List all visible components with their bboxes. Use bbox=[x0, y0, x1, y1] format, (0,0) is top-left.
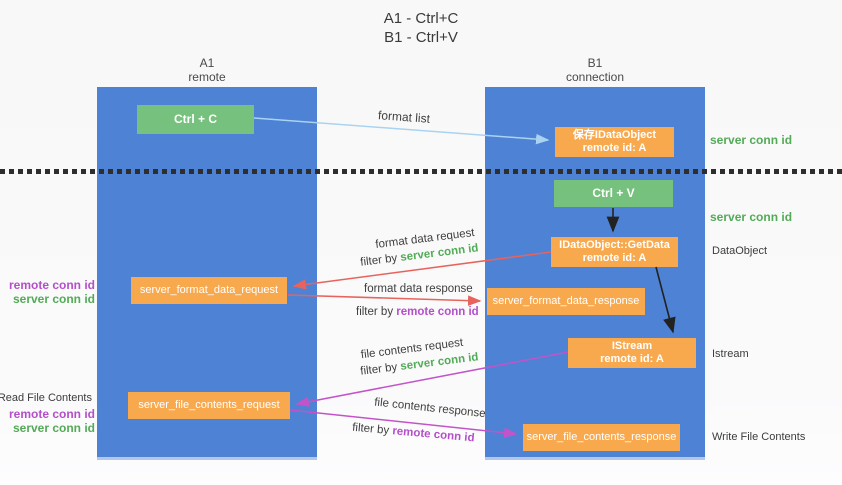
lifeline-b1-role: connection bbox=[565, 70, 625, 84]
arrow-label-file-contents-response-filter: filter by remote conn id bbox=[352, 422, 475, 445]
annotation-dataobject: DataObject bbox=[712, 245, 768, 257]
annotation-server-conn-id-top: server conn id bbox=[710, 133, 793, 147]
server-conn-id-label-1: server conn id bbox=[12, 292, 95, 306]
format-request-label: server_format_data_request bbox=[139, 284, 279, 296]
annotation-server-conn-id-mid: server conn id bbox=[710, 210, 793, 224]
istream-line2: remote id: A bbox=[600, 353, 664, 365]
lifeline-b1-name: B1 bbox=[587, 56, 603, 70]
save-idataobject-line2: remote id: A bbox=[582, 142, 647, 154]
remote-conn-id-label-2: remote conn id bbox=[8, 407, 95, 421]
ctrl-c-label: Ctrl + C bbox=[173, 112, 217, 126]
node-idataobject-getdata: IDataObject::GetData remote id: A bbox=[551, 237, 678, 267]
node-ctrl-c: Ctrl + C bbox=[137, 105, 254, 134]
lifeline-a1-role: remote bbox=[188, 70, 226, 84]
annotation-conn-ids-file: remote conn id server conn id bbox=[9, 407, 95, 435]
getdata-line2: remote id: A bbox=[582, 252, 647, 264]
arrow-label-format-list: format list bbox=[377, 108, 431, 126]
getdata-line1: IDataObject::GetData bbox=[559, 239, 670, 251]
annotation-write-file-contents: Write File Contents bbox=[712, 431, 806, 443]
filter-by-prefix-3: filter by bbox=[359, 360, 402, 378]
remote-conn-id-label-1: remote conn id bbox=[8, 278, 95, 292]
file-response-label: server_file_contents_response bbox=[526, 431, 677, 443]
istream-line1: IStream bbox=[611, 340, 653, 352]
node-istream: IStream remote id: A bbox=[568, 338, 696, 368]
filter-remote-conn-id-4: remote conn id bbox=[391, 425, 475, 445]
node-server-format-data-response: server_format_data_response bbox=[487, 288, 645, 315]
title-line-2: B1 - Ctrl+V bbox=[384, 29, 458, 46]
node-server-file-contents-response: server_file_contents_response bbox=[523, 424, 680, 451]
title-line-1: A1 - Ctrl+C bbox=[383, 10, 459, 27]
annotation-conn-ids-format: remote conn id server conn id bbox=[9, 278, 95, 306]
arrow-label-format-data-response-filter: filter by remote conn id bbox=[356, 306, 479, 318]
format-response-label: server_format_data_response bbox=[492, 295, 640, 307]
file-request-label: server_file_contents_request bbox=[138, 399, 280, 411]
annotation-read-file-contents: Read File Contents bbox=[0, 392, 92, 404]
dotted-separator bbox=[0, 169, 842, 174]
lifeline-header-b1: B1 connection bbox=[485, 56, 705, 84]
filter-remote-conn-id-2: remote conn id bbox=[396, 306, 479, 318]
diagram-title: A1 - Ctrl+C B1 - Ctrl+V bbox=[0, 9, 842, 47]
annotation-istream: Istream bbox=[712, 348, 749, 360]
filter-by-prefix-2: filter by bbox=[356, 306, 397, 318]
save-idataobject-line1: 保存IDataObject bbox=[572, 129, 657, 141]
lifeline-header-a1: A1 remote bbox=[97, 56, 317, 84]
node-server-format-data-request: server_format_data_request bbox=[131, 277, 287, 304]
arrow-label-file-contents-response: file contents response bbox=[373, 396, 487, 421]
node-save-idataobject: 保存IDataObject remote id: A bbox=[555, 127, 674, 157]
lifeline-a1-name: A1 bbox=[199, 56, 215, 70]
node-server-file-contents-request: server_file_contents_request bbox=[128, 392, 290, 419]
node-ctrl-v: Ctrl + V bbox=[554, 180, 673, 207]
arrow-label-format-data-response: format data response bbox=[364, 283, 473, 295]
ctrl-v-label: Ctrl + V bbox=[592, 186, 635, 200]
filter-by-prefix-4: filter by bbox=[351, 421, 393, 438]
filter-by-prefix-1: filter by bbox=[359, 251, 402, 269]
server-conn-id-label-2: server conn id bbox=[12, 421, 95, 435]
